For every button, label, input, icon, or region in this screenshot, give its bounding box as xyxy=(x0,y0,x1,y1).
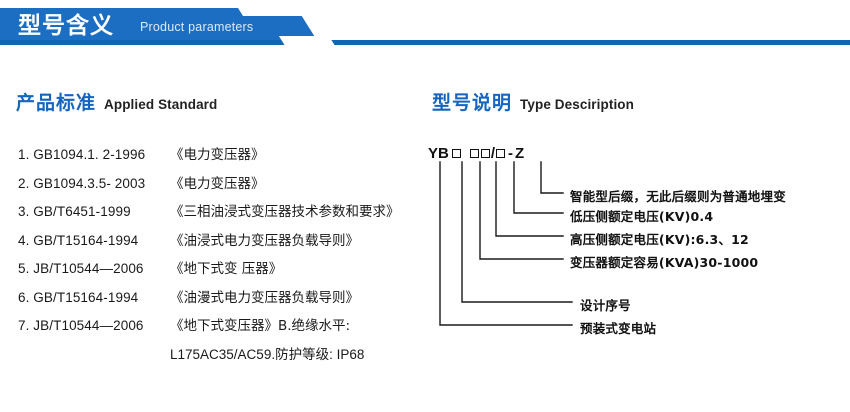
list-item: 1. GB1094.1. 2-1996 《电力变压器》 xyxy=(18,143,438,172)
type-label-design-serial-number: 设计序号 xyxy=(580,298,631,313)
list-item: 6. GB/T15164-1994 《油漫式电力变压器负载导则》 xyxy=(18,286,438,315)
type-label-hv-rated-voltage: 高压侧额定电压(KV):6.3、12 xyxy=(570,232,749,247)
type-label-lv-rated-voltage: 低压侧额定电压(KV)0.4 xyxy=(570,209,714,224)
type-label-rated-capacity: 变压器额定容易(KVA)30-1000 xyxy=(570,255,759,270)
standard-name: 《地下式变 压器》 xyxy=(170,261,283,277)
standard-name: 《电力变压器》 xyxy=(170,175,265,192)
type-label-smart-suffix: 智能型后缀，无此后缀则为普通地埋变 xyxy=(570,189,786,204)
leader-line-3 xyxy=(479,161,564,260)
applied-standard-heading: 产品标准 Applied Standard xyxy=(16,88,217,115)
leader-line-6 xyxy=(540,161,564,194)
leader-line-2 xyxy=(461,161,573,303)
applied-standard-list: 1. GB1094.1. 2-1996 《电力变压器》 2. GB1094.3.… xyxy=(18,143,438,371)
type-description-heading-cn: 型号说明 xyxy=(432,92,513,114)
applied-standard-heading-en: Applied Standard xyxy=(104,97,218,112)
type-code-string: YB /-Z xyxy=(428,145,524,162)
type-label-prefab-substation: 预装式变电站 xyxy=(580,321,657,336)
type-code-box-3 xyxy=(480,148,490,158)
applied-standard-heading-cn: 产品标准 xyxy=(16,92,97,114)
type-code-box-2 xyxy=(469,148,479,158)
type-code-suffix: Z xyxy=(515,145,525,162)
list-item: 4. GB/T15164-1994 《油浸式电力变压器负载导则》 xyxy=(18,229,438,258)
standard-code: 3. GB/T6451-1999 xyxy=(18,204,131,219)
banner-underline-notch xyxy=(278,36,336,46)
standard-code: 5. JB/T10544—2006 xyxy=(18,261,144,276)
type-code-separator: / xyxy=(490,145,496,162)
standard-continuation-line: L175AC35/AC59.防护等级: IP68 xyxy=(170,346,365,362)
type-code-box-4 xyxy=(496,148,506,158)
leader-line-5 xyxy=(513,161,564,214)
type-description-heading-en: Type Desciription xyxy=(520,97,634,112)
type-code-dash: - xyxy=(508,145,514,162)
standard-name: 《电力变压器》 xyxy=(170,147,265,163)
list-item: 3. GB/T6451-1999 《三相油浸式变压器技术参数和要求》 xyxy=(18,200,438,229)
list-item: 5. JB/T10544—2006 《地下式变 压器》 xyxy=(18,257,438,286)
page-banner: 型号含义 Product parameters xyxy=(0,0,850,52)
type-code-prefix: YB xyxy=(428,145,449,162)
type-description-heading: 型号说明 Type Desciription xyxy=(432,88,634,115)
list-item: 2. GB1094.3.5- 2003 《电力变压器》 xyxy=(18,172,438,201)
banner-title-english: Product parameters xyxy=(140,20,254,34)
banner-title-chinese: 型号含义 xyxy=(18,13,114,39)
standard-code: 7. JB/T10544—2006 xyxy=(18,318,144,333)
standard-name: 《油漫式电力变压器负载导则》 xyxy=(170,289,359,306)
leader-line-4 xyxy=(495,161,564,237)
standard-code: 2. GB1094.3.5- 2003 xyxy=(18,175,146,191)
standard-name: 《地下式变压器》B.绝缘水平: xyxy=(170,318,351,334)
banner-bar-notch xyxy=(233,0,303,16)
standard-name: 《三相油浸式变压器技术参数和要求》 xyxy=(170,204,400,220)
leader-line-1 xyxy=(439,161,573,326)
standard-code: 6. GB/T15164-1994 xyxy=(18,289,139,305)
list-item: 7. JB/T10544—2006 《地下式变压器》B.绝缘水平: xyxy=(18,314,438,343)
standard-name: 《油浸式电力变压器负载导则》 xyxy=(170,232,359,249)
standard-code: 1. GB1094.1. 2-1996 xyxy=(18,147,146,162)
type-code-box-1 xyxy=(451,148,461,158)
banner-underline xyxy=(0,40,850,45)
standard-code: 4. GB/T15164-1994 xyxy=(18,232,139,248)
